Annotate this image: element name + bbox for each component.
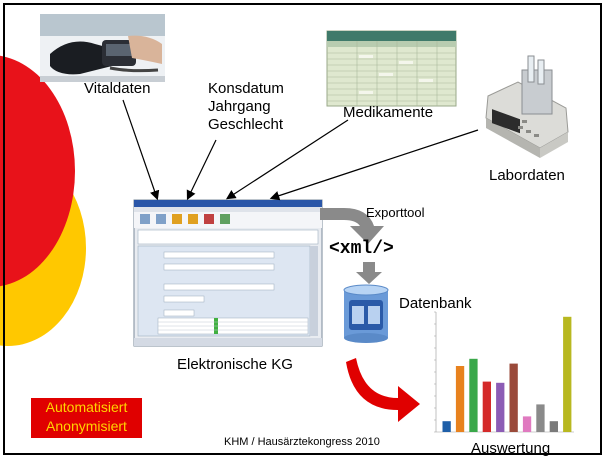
automation-badge: Automatisiert Anonymisiert: [31, 398, 142, 438]
ehr-software-screenshot: [133, 199, 323, 347]
arrow-labordaten: [269, 129, 479, 201]
badge-line-automatisiert: Automatisiert: [45, 399, 128, 415]
arrow-stammdaten: [186, 139, 217, 201]
database-icon: [343, 284, 389, 343]
chart-bar-7: [522, 416, 532, 432]
label-elektronische-kg: Elektronische KG: [177, 356, 293, 373]
arrow-medikamente: [225, 119, 349, 200]
label-vitaldaten: Vitaldaten: [84, 80, 151, 97]
chart-bar-6: [509, 363, 518, 432]
label-auswertung: Auswertung: [471, 440, 551, 457]
lab-device-image: [485, 55, 569, 158]
label-medikamente: Medikamente: [343, 104, 434, 121]
chart-bar-3: [469, 358, 478, 432]
chart-bar-10: [563, 316, 572, 432]
medication-table-image: [326, 30, 457, 107]
analysis-arrow-icon: [346, 358, 420, 422]
label-geschlecht: Geschlecht: [208, 116, 284, 133]
chart-bar-5: [496, 382, 505, 432]
chart-bar-2: [455, 366, 465, 432]
chart-bar-8: [536, 404, 545, 432]
label-konsdatum: Konsdatum: [208, 80, 284, 97]
label-jahrgang: Jahrgang: [208, 98, 271, 115]
label-exporttool: Exporttool: [366, 205, 425, 220]
chart-bar-9: [549, 421, 558, 432]
export-arrow: [320, 208, 384, 244]
label-xml: <xml/>: [329, 239, 394, 259]
chart-bar-1: [442, 421, 451, 432]
badge-line-anonymisiert: Anonymisiert: [46, 418, 127, 434]
blood-pressure-photo: [40, 14, 165, 82]
evaluation-bar-chart: [428, 304, 580, 438]
label-labordaten: Labordaten: [489, 167, 565, 184]
xml-to-db-arrow: [356, 262, 382, 284]
footer-text: KHM / Hausärztekongress 2010: [224, 436, 380, 448]
arrow-vitaldaten: [122, 99, 160, 201]
chart-bar-4: [482, 381, 491, 432]
label-datenbank: Datenbank: [399, 295, 472, 312]
slide-frame: [3, 3, 602, 455]
